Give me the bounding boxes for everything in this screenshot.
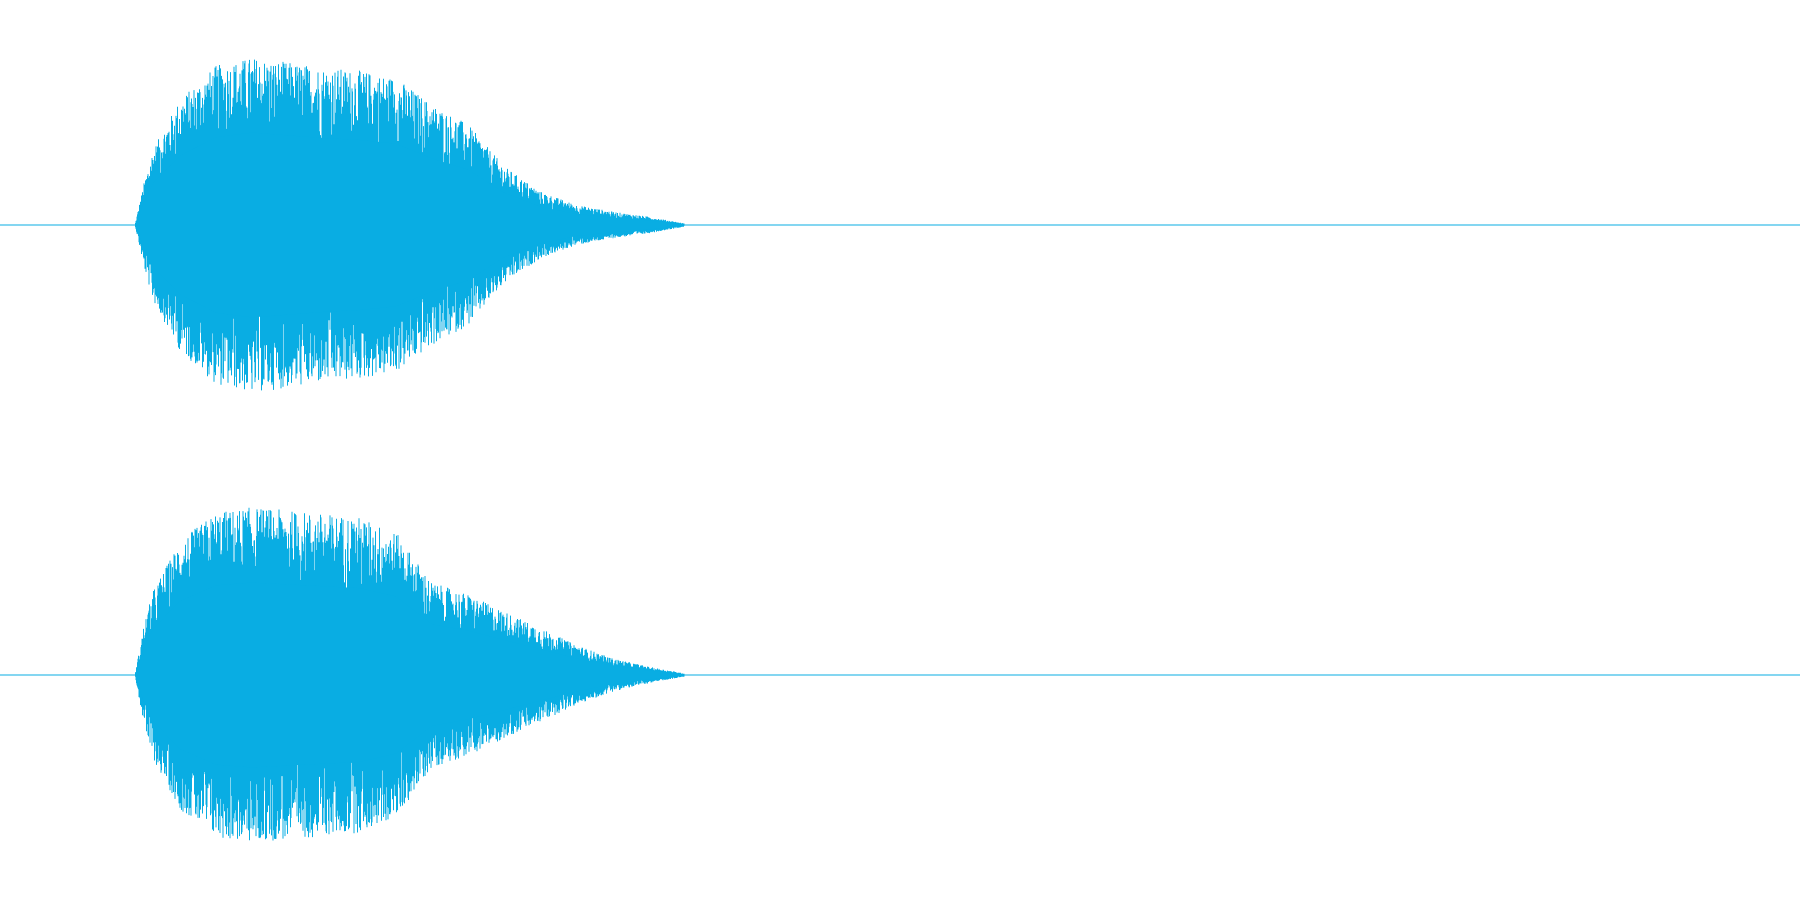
channel-2-envelope-core [135,582,684,768]
channel-1-waveform [0,59,1800,391]
channel-1-envelope-core [135,132,684,318]
channel-2-waveform [0,507,1800,841]
